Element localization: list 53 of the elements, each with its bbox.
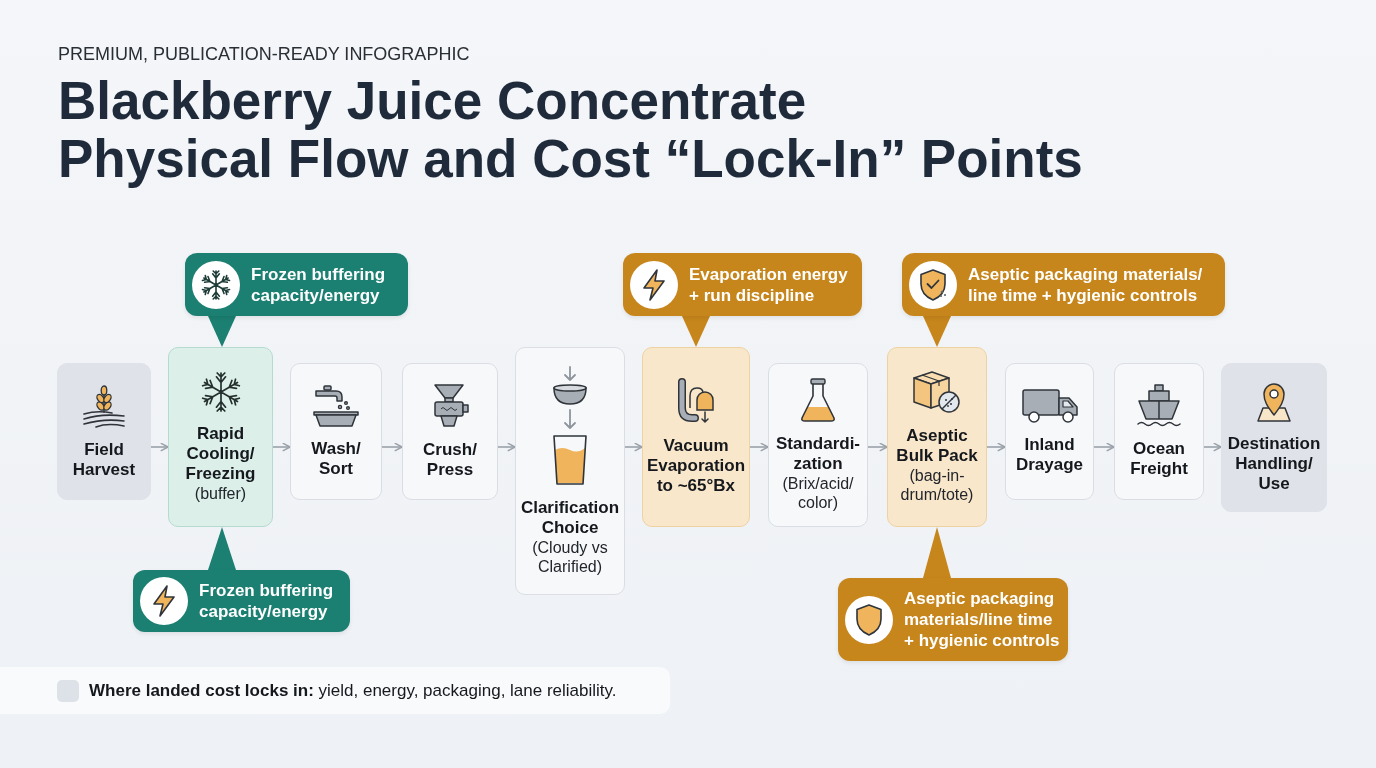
callout-pointer [923,527,951,578]
process-step-box [1221,363,1327,512]
process-step-box [168,347,273,527]
step-title: Field Harvest [71,439,137,480]
process-step-box [290,363,382,500]
callout-bubble [902,253,1225,316]
process-step-box [515,347,625,595]
callout-pointer [208,527,236,570]
step-note: (buffer) [194,483,247,503]
callout-text: Evaporation energy + run discipline [689,263,849,306]
step-title: Aseptic Bulk Pack [895,425,979,466]
arrow [381,442,403,452]
step-title: Standardi- zation [774,434,862,474]
callout-pointer [208,316,236,347]
step-title: Destination Handling/ Use [1226,433,1322,494]
callout-bubble [185,253,408,316]
arrow [624,442,643,452]
callout-bubble [623,253,862,316]
process-step-box [57,363,151,500]
arrow [749,442,769,452]
arrow [272,442,291,452]
process-step-box [887,347,987,527]
step-title: Clarification Choice [520,498,620,538]
arrow [867,442,888,452]
step-note: (Cloudy vs Clarified) [531,538,609,576]
arrow [1203,442,1222,452]
step-title: Crush/ Press [422,439,478,480]
callout-bubble [133,570,350,632]
process-step-box [768,363,868,527]
step-title: Ocean Freight [1129,439,1189,479]
process-step-box [1114,363,1204,500]
arrow [150,442,169,452]
step-note: (bag-in- drum/tote) [899,465,975,504]
callout-bubble [838,578,1068,661]
legend-text: Where landed cost locks in: yield, energy, packaging, lane reliability. [89,679,617,702]
step-title: Inland Drayage [1014,434,1085,475]
arrow [1093,442,1115,452]
process-step-box [402,363,498,500]
callout-pointer [682,316,710,347]
process-step-box [642,347,750,527]
callout-text: Aseptic packaging materials/line time + hygienic controls [904,588,1061,651]
step-title: Rapid Cooling/ Freezing [184,423,257,484]
process-step-box [1005,363,1094,500]
arrow [497,442,516,452]
step-title: Wash/ Sort [310,438,362,479]
callout-text: Aseptic packaging materials/ line time + hygienic controls [968,263,1204,306]
arrow [986,442,1006,452]
callout-text: Frozen buffering capacity/energy [199,580,335,622]
step-title: Vacuum Evaporation to ~65°Bx [646,436,746,496]
callout-pointer [923,316,951,347]
kicker-text: PREMIUM, PUBLICATION-READY INFOGRAPHIC [58,43,470,65]
callout-text: Frozen buffering capacity/energy [251,263,387,306]
step-note: (Brix/acid/ color) [781,474,855,512]
